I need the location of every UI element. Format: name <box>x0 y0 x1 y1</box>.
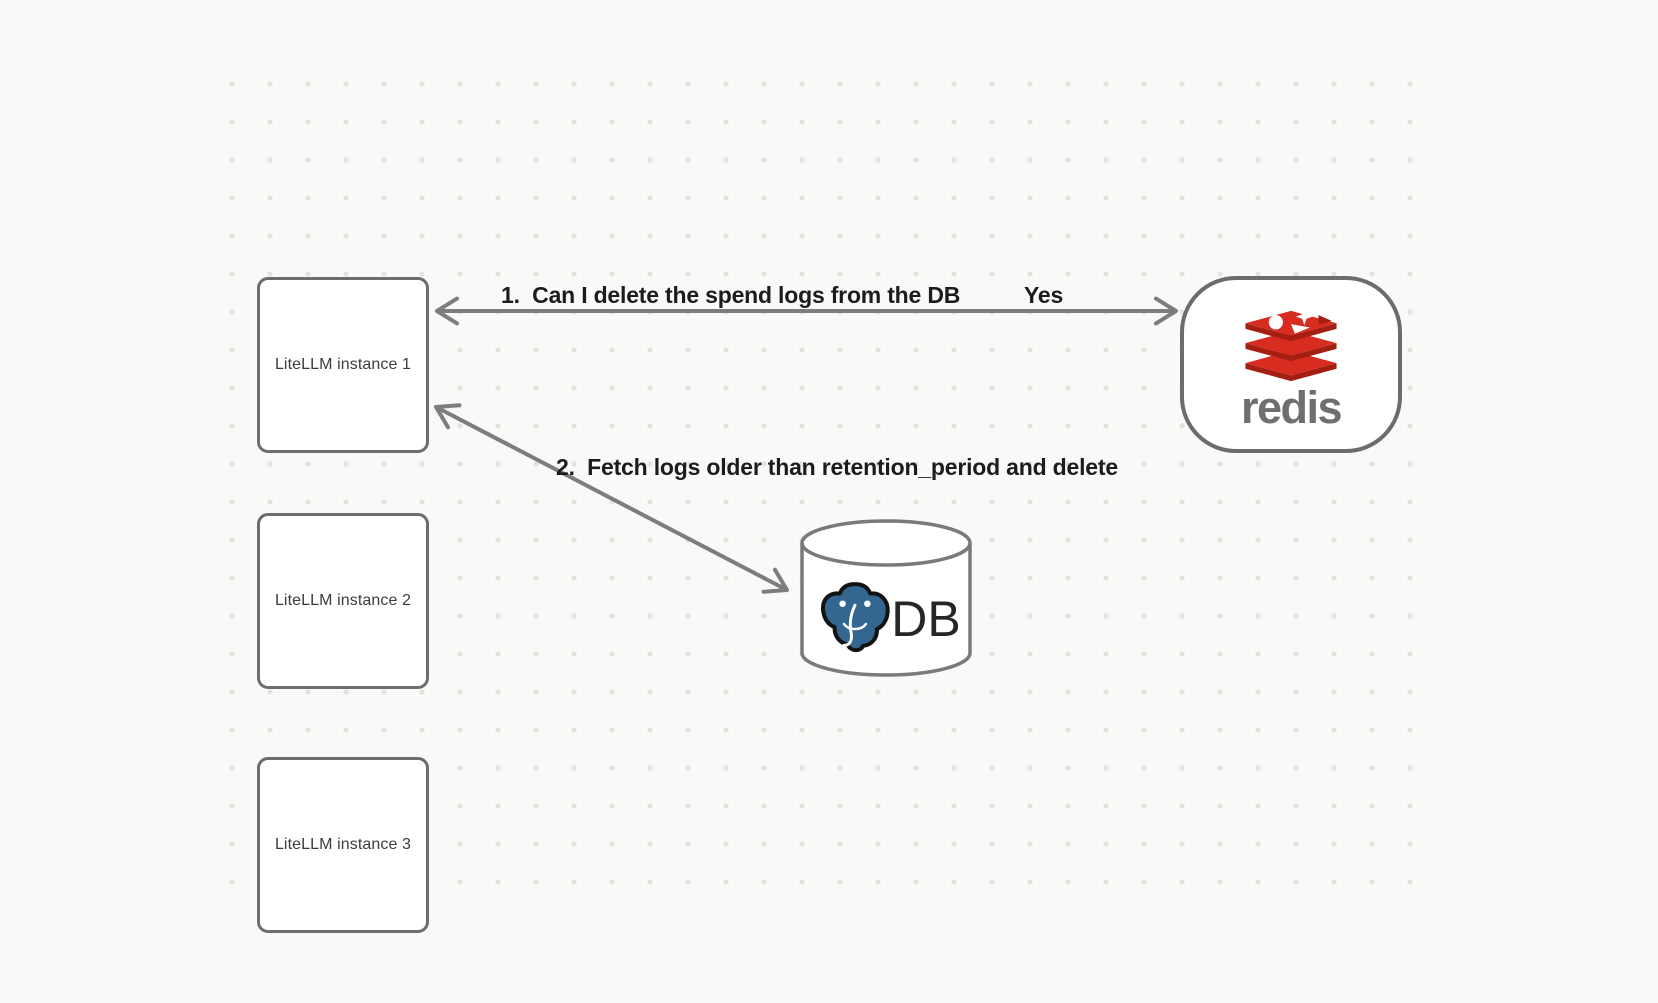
litellm-instance-3-label: LiteLLM instance 3 <box>274 836 412 853</box>
arrow-2-label: 2. Fetch logs older than retention_perio… <box>556 454 1118 480</box>
litellm-instance-3-node: LiteLLM instance 3 <box>257 757 429 933</box>
db-label: DB <box>891 591 961 647</box>
litellm-instance-1-node: LiteLLM instance 1 <box>257 277 429 453</box>
redis-wordmark: redis <box>1240 382 1343 433</box>
redis-node: redis <box>1180 276 1402 453</box>
litellm-instance-1-label: LiteLLM instance 1 <box>274 356 412 373</box>
litellm-instance-2-label: LiteLLM instance 2 <box>274 592 412 609</box>
postgresql-elephant-icon <box>821 582 890 653</box>
redis-logo-icon <box>1245 309 1337 382</box>
arrow-1-response-label: Yes <box>1024 282 1064 308</box>
database-node: DB <box>798 517 974 679</box>
litellm-instance-2-node: LiteLLM instance 2 <box>257 513 429 689</box>
arrow-1-label: 1. Can I delete the spend logs from the … <box>501 282 961 308</box>
